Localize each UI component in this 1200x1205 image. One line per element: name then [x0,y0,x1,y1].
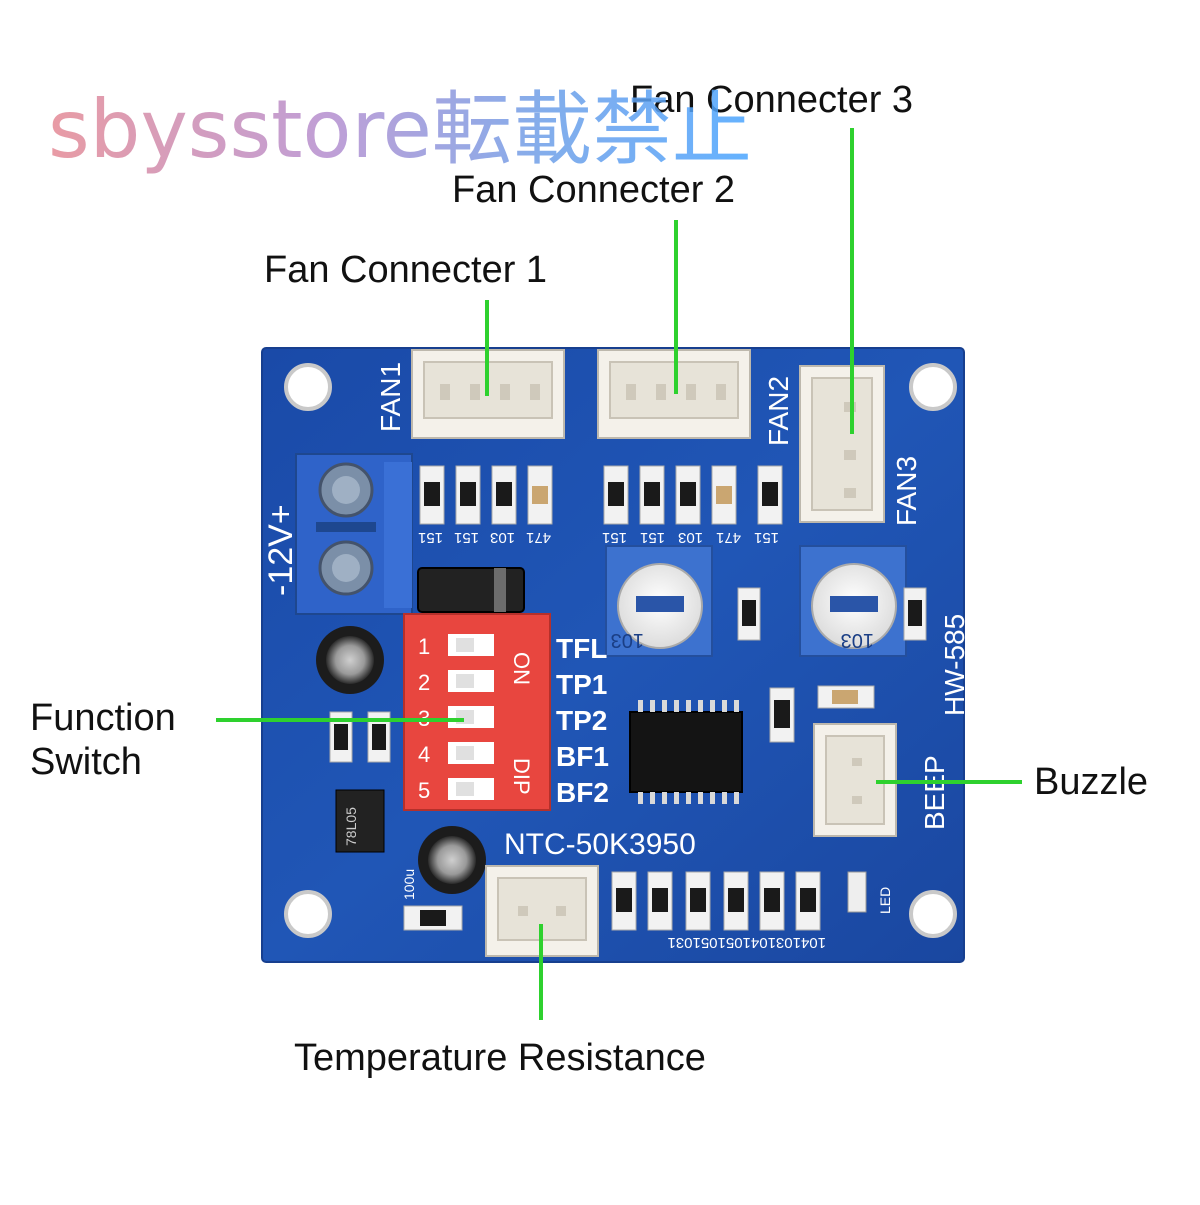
sw-label-0: TFL [556,633,608,664]
sw-label-4: BF2 [556,777,609,808]
silk-bottom-codes: 1041031041051051031 [667,934,826,951]
callout-function-switch-line1: Function [30,697,176,739]
led [847,871,867,913]
silk-fan1: FAN1 [375,362,406,432]
power-terminal-block [295,453,413,615]
silk-led: LED [877,887,893,914]
fan3-connector [799,365,885,523]
silk-beep: BEEP [919,755,950,830]
silk-pot2-code: 103 [841,629,874,651]
mounting-holes [284,363,957,938]
potentiometer-2 [799,545,907,657]
silk-dip-on: ON [509,652,534,685]
silk-fan2: FAN2 [763,376,794,446]
silk-fan3: FAN3 [891,456,922,526]
silk-model: HW-585 [939,614,970,716]
electrolytic-capacitor-1 [316,626,384,694]
callout-temperature-resistance: Temperature Resistance [294,1037,706,1079]
silk-dip: DIP [509,758,534,795]
callout-fan-connecter-3: Fan Connecter 3 [630,79,914,121]
callout-buzzle: Buzzle [1034,761,1149,803]
potentiometer-1 [605,545,713,657]
silk-ntc: NTC-50K3950 [504,828,696,861]
electrolytic-capacitor-2 [418,826,486,894]
silkscreen: FAN1 FAN2 FAN3 -12V+ HW-585 BEEP LED NTC… [262,362,970,951]
silk-reg: 78L05 [343,807,359,846]
callout-function-switch-line2: Switch [30,741,142,783]
callout-fan-connecter-1: Fan Connecter 1 [264,249,548,291]
sw-number-1: 2 [418,670,431,695]
callout-fan-connecter-2: Fan Connecter 2 [452,169,736,211]
silk-cap: 100u [401,869,417,900]
sw-number-3: 4 [418,742,431,767]
sw-label-1: TP1 [556,669,608,700]
sw-number-0: 1 [418,634,431,659]
silk-pot1-code: 103 [611,629,644,651]
silk-power: -12V+ [262,504,300,596]
sw-label-2: TP2 [556,705,608,736]
watermark: sbysstore転載禁止 [48,83,752,176]
ic-chip [629,700,743,804]
sw-number-4: 5 [418,778,431,803]
sw-label-3: BF1 [556,741,609,772]
voltage-regulator [335,789,385,853]
